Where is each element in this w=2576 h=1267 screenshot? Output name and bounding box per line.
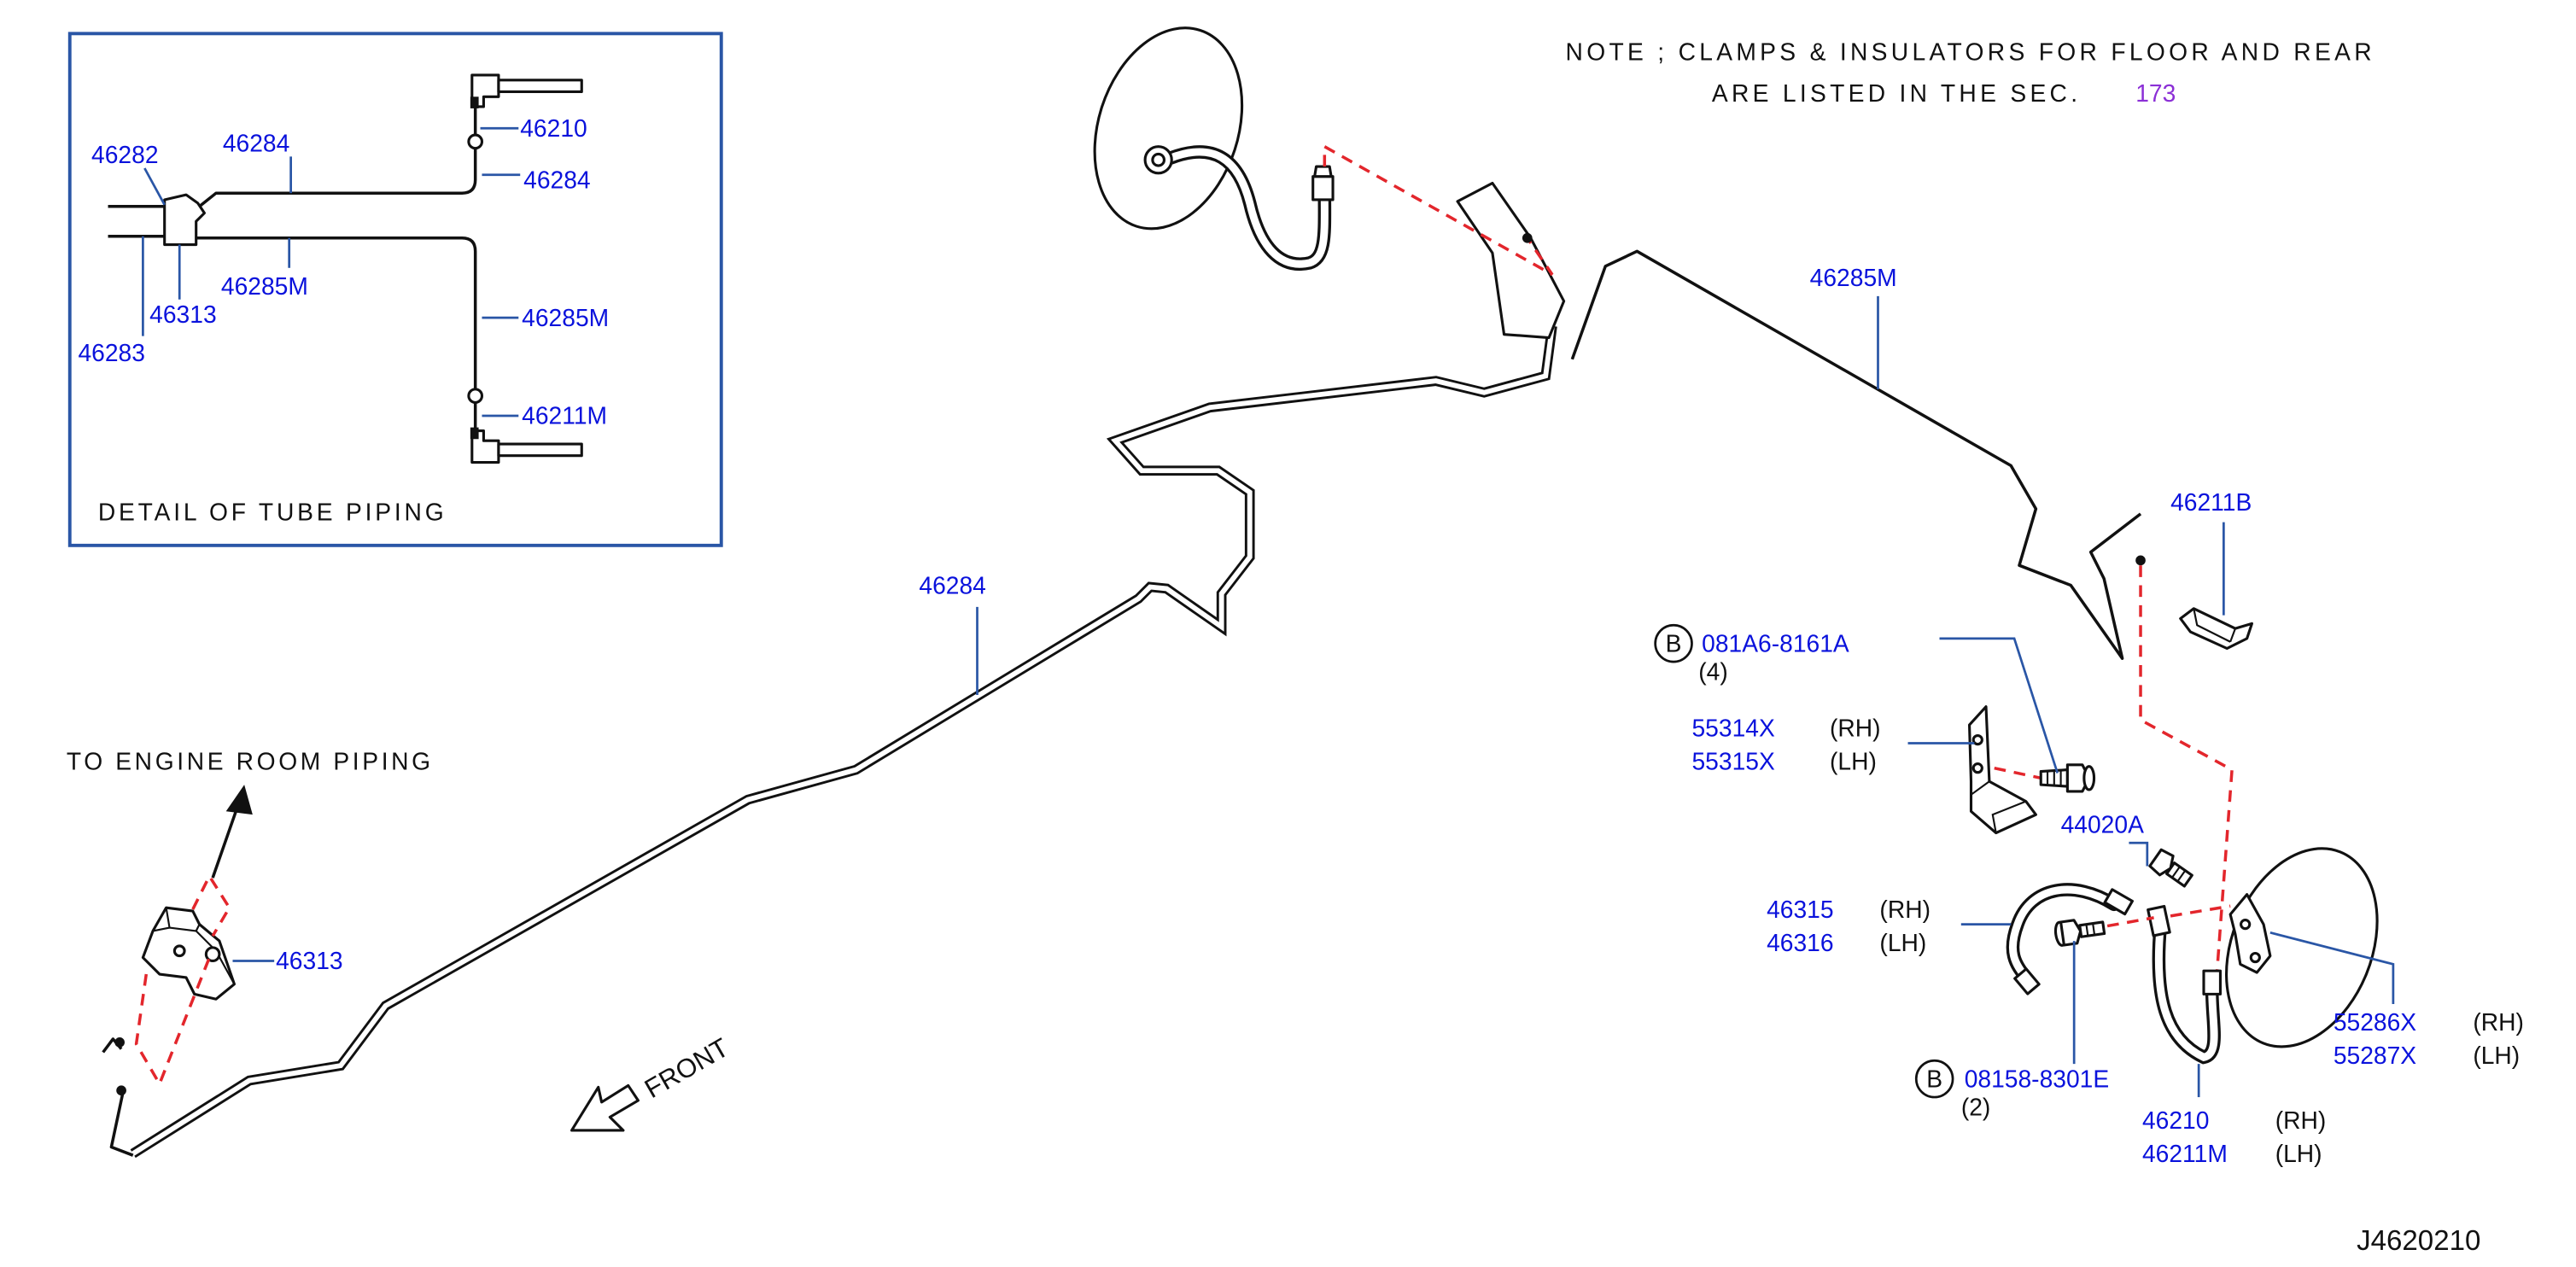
main-leaders — [232, 295, 2395, 1098]
detail-lower-tube — [196, 236, 477, 447]
detail-lower-clip — [470, 427, 479, 440]
front-disc-hose-assembly-drawing — [1093, 26, 1554, 277]
hose-46210-fitting-upper — [2147, 904, 2171, 937]
detail-title: DETAIL OF TUBE PIPING — [98, 499, 444, 526]
rear-parts-cluster-drawing — [1967, 565, 2379, 1065]
side-46211m: (LH) — [2275, 1140, 2322, 1167]
brake-tube-46284-drawing — [102, 181, 1566, 1159]
detail-leaders — [142, 126, 521, 417]
tube-end-dot-right — [2135, 555, 2146, 566]
callout-55315x[interactable]: 55315X — [1691, 748, 1774, 775]
note-line-2: ARE LISTED IN THE SEC. — [1712, 79, 2077, 107]
side-46210: (RH) — [2275, 1106, 2327, 1134]
brake-disc-top — [1093, 26, 1244, 231]
detail-inlet-tubes — [108, 205, 166, 238]
detail-inset: 46282 46284 46210 46284 46313 46285M 462… — [67, 32, 723, 547]
qty-081a6-8161a: (4) — [1698, 658, 1728, 686]
detail-callout-46211m[interactable]: 46211M — [522, 402, 607, 429]
callout-55287x[interactable]: 55287X — [2334, 1042, 2416, 1069]
bolt-081a6-8161a — [2039, 763, 2096, 793]
front-direction-indicator: FRONT — [570, 1032, 733, 1132]
front-arrow-icon — [570, 1083, 640, 1132]
tube-bracket-top — [1456, 181, 1566, 340]
clip-46211b — [2179, 607, 2253, 651]
detail-tube-drawing — [108, 73, 583, 464]
detail-callout-46283[interactable]: 46283 — [78, 339, 144, 366]
hose-46315-fitting-lower — [2013, 967, 2041, 996]
detail-upper-tube — [198, 79, 477, 208]
side-55315x: (LH) — [1830, 748, 1877, 775]
bolt-08158-8301e — [2053, 919, 2106, 947]
detail-lower-hose — [497, 442, 583, 458]
detail-lower-joint — [467, 388, 484, 405]
callout-55314x[interactable]: 55314X — [1691, 715, 1774, 742]
engine-room-arrow — [211, 805, 239, 879]
caliper-bracket — [2228, 893, 2272, 974]
callout-46210[interactable]: 46210 — [2142, 1106, 2209, 1134]
callout-46313[interactable]: 46313 — [276, 947, 342, 974]
exploded-path-engine — [191, 873, 231, 937]
detail-callout-46285m[interactable]: 46285M — [221, 272, 308, 300]
callout-46284[interactable]: 46284 — [919, 571, 985, 598]
hose-46315-fitting-upper — [2103, 888, 2134, 916]
main-callouts: 46284 46285M 46211B B 081A6-8161A (4) 55… — [276, 264, 2524, 1167]
marker-b-circle — [1654, 623, 1693, 663]
marker-b-label-2: B — [1926, 1065, 1942, 1092]
callout-46211b[interactable]: 46211B — [2170, 488, 2252, 516]
callout-46315[interactable]: 46315 — [1767, 896, 1833, 923]
junction-block-46313-drawing — [114, 785, 253, 1096]
bolt-44020a — [2148, 848, 2193, 888]
tube-end-left — [109, 1091, 134, 1157]
exploded-path-rear — [2139, 565, 2234, 995]
marker-b-label: B — [1666, 629, 1682, 657]
note-line-1: NOTE ; CLAMPS & INSULATORS FOR FLOOR AND… — [1566, 38, 2372, 65]
callout-081a6-8161a[interactable]: 081A6-8161A — [1702, 629, 1849, 657]
front-label: FRONT — [640, 1032, 733, 1104]
callout-44020a[interactable]: 44020A — [2061, 811, 2144, 838]
exploded-path-hoses — [2106, 904, 2231, 928]
brake-tube-46285m-drawing — [1570, 249, 2146, 660]
section-note: NOTE ; CLAMPS & INSULATORS FOR FLOOR AND… — [1566, 38, 2372, 107]
qty-08158-8301e: (2) — [1961, 1093, 1991, 1120]
detail-callout-46285m-right[interactable]: 46285M — [522, 304, 609, 331]
detail-frame — [67, 32, 723, 547]
detail-junction-block — [163, 193, 206, 247]
detail-upper-hose — [497, 79, 583, 94]
callout-55286x[interactable]: 55286X — [2334, 1008, 2416, 1036]
detail-upper-clip — [470, 96, 479, 108]
callout-46316[interactable]: 46316 — [1767, 929, 1833, 956]
exploded-path-top — [1323, 143, 1554, 277]
detail-callout-46282[interactable]: 46282 — [91, 141, 158, 168]
side-55314x: (RH) — [1830, 715, 1881, 742]
exploded-path-junction — [134, 956, 211, 1088]
arrow-up-icon — [225, 785, 253, 815]
hose-46210-fitting-lower — [2202, 969, 2223, 996]
detail-callout-46210[interactable]: 46210 — [520, 114, 587, 142]
side-55286x: (RH) — [2473, 1008, 2524, 1036]
detail-upper-joint — [467, 133, 484, 150]
exploded-path-bracket — [1994, 766, 2042, 780]
callout-46285m[interactable]: 46285M — [1810, 264, 1897, 291]
section-reference-link[interactable]: 173 — [2135, 79, 2176, 107]
side-46315: (RH) — [1879, 896, 1931, 923]
side-55287x: (LH) — [2473, 1042, 2520, 1069]
hose-fitting-top — [1311, 175, 1335, 201]
callout-46211m[interactable]: 46211M — [2142, 1140, 2228, 1167]
marker-b-circle-2 — [1914, 1059, 1954, 1099]
bracket-55314x — [1967, 705, 2037, 835]
diagram-id: J4620210 — [2357, 1225, 2480, 1257]
callout-08158-8301e[interactable]: 08158-8301E — [1965, 1065, 2109, 1092]
side-46316: (LH) — [1879, 929, 1926, 956]
detail-callout-46313[interactable]: 46313 — [149, 301, 216, 328]
detail-callout-46284[interactable]: 46284 — [223, 130, 289, 157]
engine-room-note: TO ENGINE ROOM PIPING — [67, 748, 430, 775]
detail-callout-46284-right[interactable]: 46284 — [523, 166, 590, 193]
